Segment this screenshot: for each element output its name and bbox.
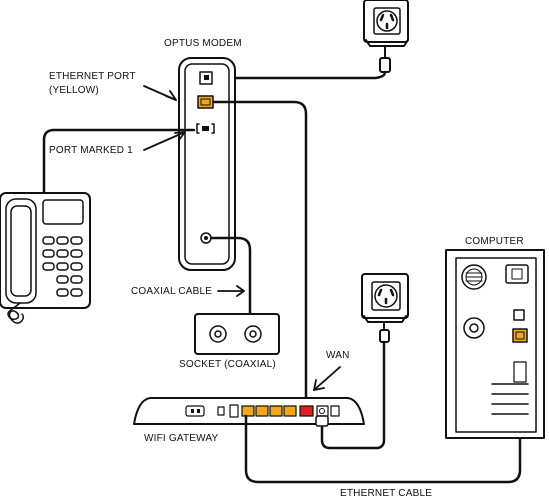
wifi-gateway-label: WIFI GATEWAY: [144, 433, 219, 444]
ethernet-cable-label: ETHERNET CABLE: [340, 488, 433, 499]
wan-label: WAN: [326, 350, 350, 361]
port-marked-1-label: PORT MARKED 1: [49, 145, 133, 156]
gateway-icon: [133, 397, 365, 427]
modem-label: OPTUS MODEM: [164, 38, 242, 49]
computer-label: COMPUTER: [465, 236, 524, 247]
coaxial-cable-arrow: [217, 285, 245, 297]
power-outlet-icon: [361, 273, 409, 323]
socket-label: SOCKET (COAXIAL): [179, 359, 276, 370]
port-marked-1-arrow: [143, 131, 186, 151]
ethernet-port-label: ETHERNET PORT: [49, 71, 136, 82]
computer-icon: [445, 249, 545, 439]
coaxial-cable-label: COAXIAL CABLE: [131, 286, 213, 297]
phone-icon: [0, 192, 91, 324]
coaxial-socket-icon: [194, 313, 280, 355]
power-outlet-icon: [363, 0, 409, 73]
ethernet-port-color-label: (YELLOW): [49, 85, 99, 96]
ethernet-port-arrow: [143, 85, 177, 101]
modem-icon: [178, 57, 236, 271]
wan-arrow: [313, 366, 341, 391]
